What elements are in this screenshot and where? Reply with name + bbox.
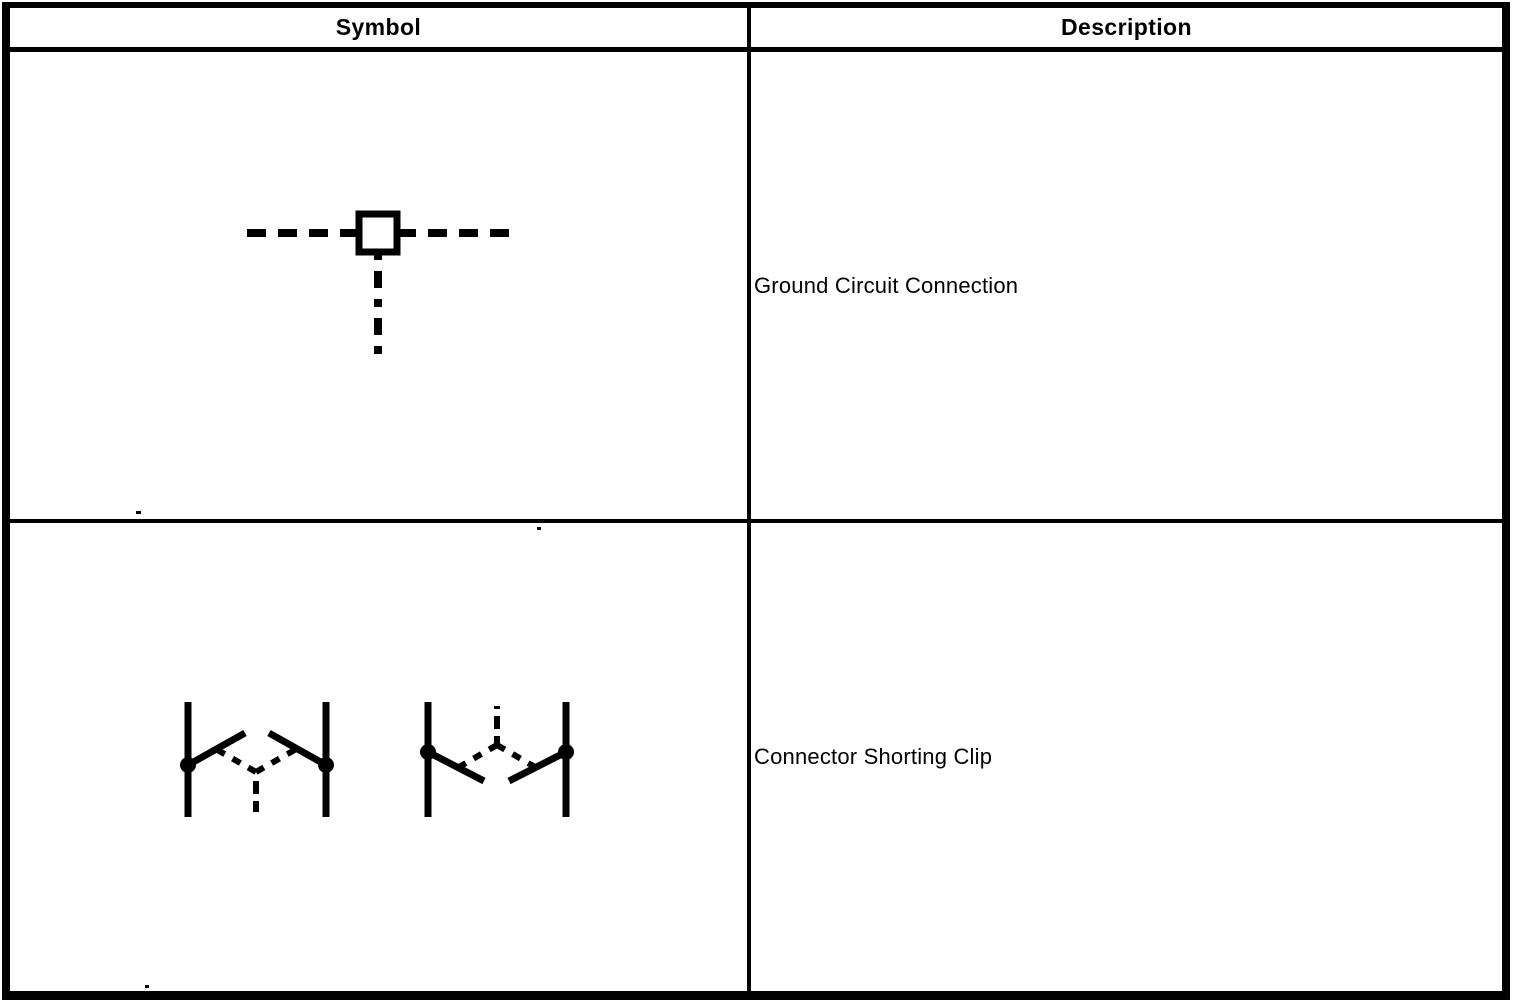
row2-symbol-cell: [10, 523, 751, 991]
connector-shorting-clip-symbol: [145, 527, 574, 988]
right-solid-arm: [267, 729, 328, 769]
ground-connection-square: [355, 210, 401, 256]
dashed-arm-right: [495, 742, 537, 770]
scan-speck: [136, 511, 141, 514]
scan-speck: [537, 527, 541, 530]
row1-description-text: Ground Circuit Connection: [754, 272, 1019, 298]
dashed-arm-right: [254, 745, 300, 775]
left-solid-arm: [426, 748, 486, 785]
dashed-arm-left: [457, 742, 499, 770]
row2-description-text: Connector Shorting Clip: [754, 744, 993, 769]
ground-circuit-connection-symbol: [136, 210, 512, 514]
shorting-clip-closed-variant: [180, 702, 334, 817]
header-cell-symbol: Symbol: [10, 8, 751, 52]
dashed-arm-left: [212, 745, 258, 775]
row1-symbol-cell: [10, 52, 751, 523]
row2-description-cell: Connector Shorting Clip: [751, 523, 1502, 991]
shorting-clip-open-variant: [420, 702, 574, 817]
row1-description-cell: Ground Circuit Connection: [751, 52, 1502, 523]
header-symbol-label: Symbol: [335, 14, 422, 40]
header-cell-description: Description: [751, 8, 1502, 52]
right-solid-arm: [507, 748, 568, 785]
header-description-label: Description: [1061, 14, 1192, 40]
scan-speck: [145, 985, 149, 988]
left-solid-arm: [186, 729, 247, 769]
